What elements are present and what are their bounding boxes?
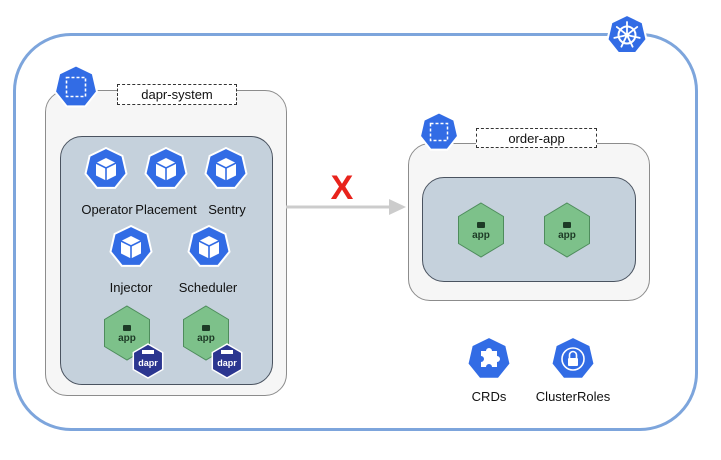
kubernetes-helm-icon — [606, 13, 648, 54]
namespace-label: order-app — [476, 128, 597, 148]
arrow-icon — [286, 199, 406, 215]
app-text: app — [197, 333, 215, 344]
app-area — [422, 177, 636, 282]
app-icon: app — [104, 305, 150, 361]
dapr-badge-icon: dapr — [211, 343, 243, 379]
component-label: Placement — [135, 202, 197, 217]
blocked-marker: X — [330, 169, 354, 207]
app-text: app — [558, 230, 576, 241]
app-icon: app — [183, 305, 229, 361]
dapr-badge-icon: dapr — [132, 343, 164, 379]
app-text: app — [118, 333, 136, 344]
injector-cube-icon — [109, 224, 153, 267]
operator-cube-icon — [84, 146, 128, 189]
component-label: Operator — [81, 202, 133, 217]
namespace-label: dapr-system — [117, 84, 237, 105]
dapr-badge-text: dapr — [138, 358, 158, 368]
placement-cube-icon — [144, 146, 188, 189]
namespace-icon — [418, 111, 460, 151]
lock-icon — [550, 335, 596, 380]
resource-label: ClusterRoles — [535, 389, 611, 404]
app-icon: app — [458, 202, 504, 258]
component-label: Injector — [109, 280, 153, 295]
scheduler-cube-icon — [187, 224, 231, 267]
namespace-icon — [53, 64, 99, 108]
app-icon: app — [544, 202, 590, 258]
component-label: Sentry — [208, 202, 246, 217]
dapr-badge-text: dapr — [217, 358, 237, 368]
component-label: Scheduler — [178, 280, 238, 295]
resource-label: CRDs — [471, 389, 507, 404]
sentry-cube-icon — [204, 146, 248, 189]
puzzle-icon — [466, 335, 512, 380]
app-text: app — [472, 230, 490, 241]
